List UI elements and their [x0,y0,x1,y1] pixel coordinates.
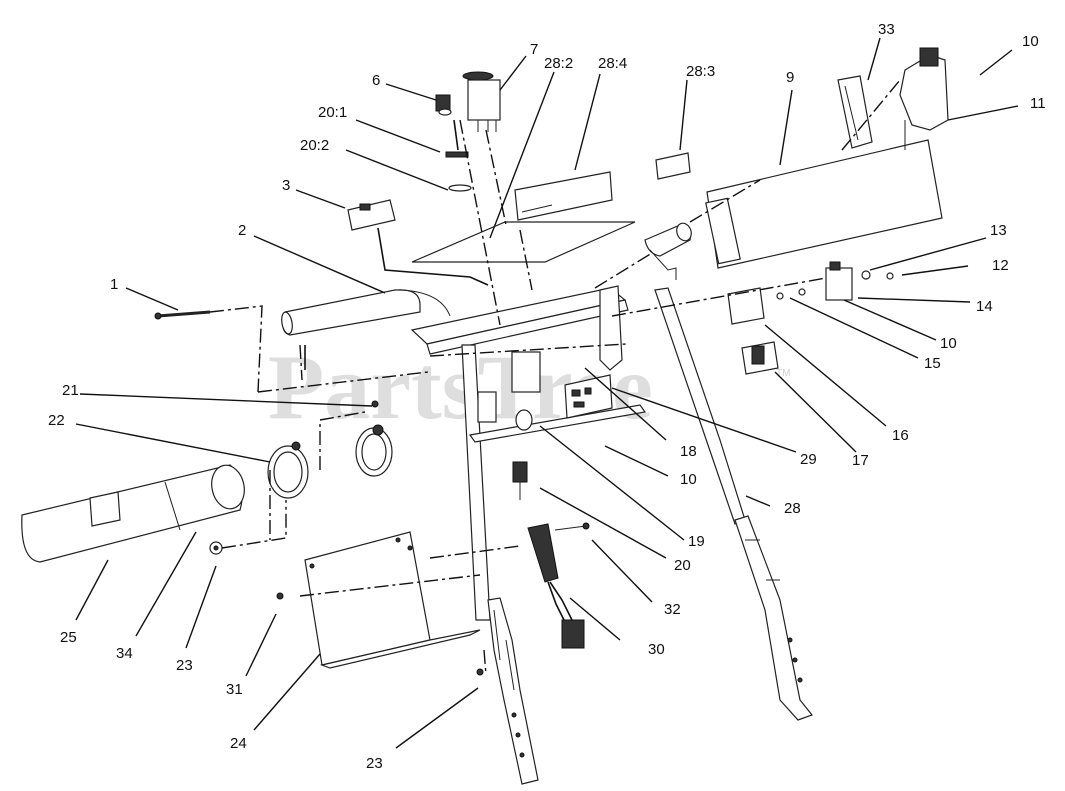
callout-16: 16 [892,427,909,444]
callout-1: 1 [110,276,118,293]
callout-24: 24 [230,735,247,752]
callout-7: 7 [530,41,538,58]
callout-28-2: 28:2 [544,55,573,72]
callout-10-top: 10 [1022,33,1039,50]
watermark-tm: TM [776,368,790,379]
decal-9 [706,139,943,269]
callout-28: 28 [784,500,801,517]
screw-21 [371,400,379,408]
wiring [304,119,489,370]
leader-lines [75,37,1019,749]
callout-15: 15 [924,355,941,372]
callout-14: 14 [976,298,993,315]
callout-33: 33 [878,21,895,38]
decal-28-4 [514,171,613,221]
callout-23-bottom: 23 [366,755,383,772]
callout-3: 3 [282,177,290,194]
callout-10-low: 10 [680,471,697,488]
handle-tube-2 [282,289,421,336]
callout-30: 30 [648,641,665,658]
callout-29: 29 [800,451,817,468]
harness-30 [527,523,559,583]
right-bracket [599,285,623,371]
callout-20: 20 [674,557,691,574]
relay-3 [347,199,396,231]
callout-22: 22 [48,412,65,429]
bolt-1 [157,310,211,318]
callout-19: 19 [688,533,705,550]
switch-14 [825,267,853,301]
switch-19 [511,351,541,393]
bracket-16 [727,287,765,325]
callout-2: 2 [238,222,246,239]
callout-20-1: 20:1 [318,104,347,121]
callout-25: 25 [60,629,77,646]
callout-6: 6 [372,72,380,89]
console-top-plate [411,221,636,263]
callout-13: 13 [990,222,1007,239]
callout-9: 9 [786,69,794,86]
callout-34: 34 [116,645,133,662]
callout-20-2: 20:2 [300,137,329,154]
callout-21: 21 [62,382,79,399]
ignition-switch-7 [467,79,501,121]
callout-23-left: 23 [176,657,193,674]
callout-12: 12 [992,257,1009,274]
part-drawings [21,47,949,785]
right-lower-handle [734,515,813,721]
grip-label-34 [89,491,121,527]
callout-11: 11 [1030,95,1046,112]
callout-17: 17 [852,452,869,469]
inner-mount-plate [468,404,647,443]
dashboard-front [426,299,629,355]
shield-33 [837,75,873,149]
callout-18: 18 [680,443,697,460]
left-lower-handle [487,597,539,785]
connector-20 [512,461,528,483]
decal-28-3 [655,152,691,180]
callout-labels: 1 2 3 6 7 9 10 11 12 13 14 10 15 16 17 1… [48,21,1046,772]
screw-31 [276,592,284,600]
grip-tube-25 [21,464,243,563]
callout-32: 32 [664,601,681,618]
callout-10-mid: 10 [940,335,957,352]
callout-28-4: 28:4 [598,55,627,72]
washer-20-2 [448,184,472,192]
inner-block [477,391,497,423]
callout-28-3: 28:3 [686,63,715,80]
bolt-23-lower [476,668,484,676]
assembly-lines [209,79,901,676]
washer-20-1 [445,151,469,158]
callout-31: 31 [226,681,243,698]
